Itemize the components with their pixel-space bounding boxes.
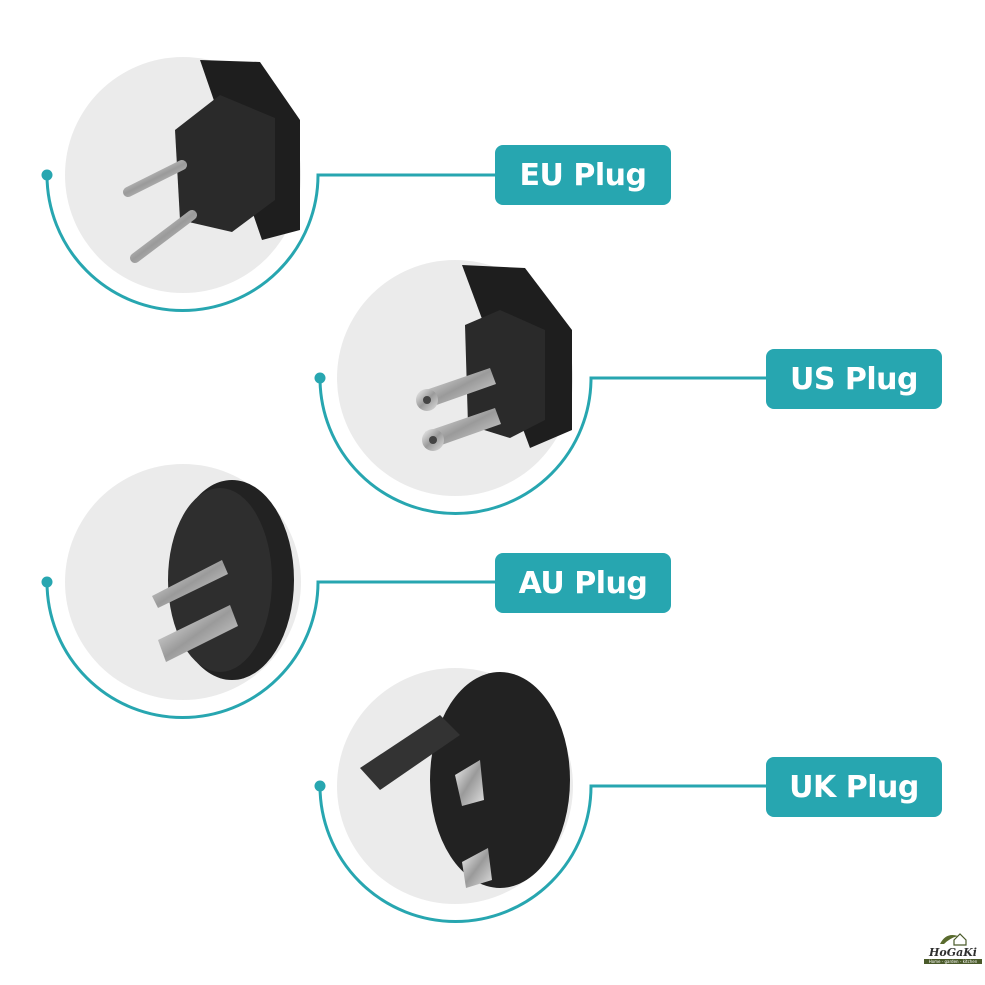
au-connector-line — [45, 580, 495, 719]
uk-plug-item — [314, 668, 766, 923]
uk-plug-label: UK Plug — [766, 757, 942, 817]
eu-connector-line — [45, 173, 495, 312]
us-plug-label: US Plug — [766, 349, 942, 409]
logo-tagline: Home - garden - kitchen — [924, 959, 982, 964]
eu-plug-label: EU Plug — [495, 145, 671, 205]
au-plug-label: AU Plug — [495, 553, 671, 613]
us-connector-line — [318, 376, 766, 515]
us-connector-dot — [314, 372, 326, 384]
eu-plug-body — [175, 95, 275, 232]
eu-connector-dot — [41, 169, 53, 181]
eu-plug-item — [41, 57, 495, 312]
au-plug-item — [41, 464, 495, 719]
logo-name: HoGaKi — [929, 946, 977, 959]
au-connector-dot — [41, 576, 53, 588]
leaf-house-icon — [940, 933, 967, 946]
uk-plug-body — [430, 672, 570, 888]
us-plug-item — [314, 260, 766, 515]
uk-connector-dot — [314, 780, 326, 792]
uk-connector-line — [318, 784, 766, 923]
brand-logo: HoGaKi Home - garden - kitchen — [924, 930, 982, 974]
us-plug-body — [465, 310, 545, 438]
